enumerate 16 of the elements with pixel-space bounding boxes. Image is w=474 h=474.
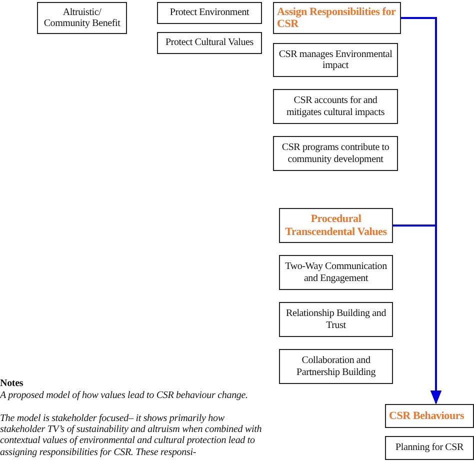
process-box: CSR accounts for and mitigates cultural impacts <box>273 89 398 124</box>
notes-heading: Notes <box>0 378 24 390</box>
process-box: Planning for CSR <box>385 436 474 460</box>
note-text: The model is stakeholder focused– it shows primarily how stakeholder TV’s of sustainability and altruism when combined with contextual values of environmental and cultural protection lead to assigning responsibilities for CSR. These responsi- <box>0 413 262 458</box>
heading-box: Procedural Transcendental Values <box>279 208 393 243</box>
process-box: Collaboration and Partnership Building <box>279 349 393 384</box>
heading-box: Assign Responsibilities for CSR <box>273 2 401 34</box>
process-box: CSR programs contribute to community development <box>273 136 398 171</box>
process-box: Protect Cultural Values <box>157 32 262 54</box>
arrow <box>393 224 442 404</box>
process-box: Protect Environment <box>157 2 262 24</box>
process-box: Relationship Building and Trust <box>279 302 393 337</box>
heading-box: CSR Behaviours <box>385 404 474 428</box>
process-box: Altruistic/ Community Benefit <box>37 2 127 34</box>
process-box: Two-Way Communication and Engagement <box>279 255 393 290</box>
process-box: CSR manages Environmental impact <box>273 43 398 77</box>
